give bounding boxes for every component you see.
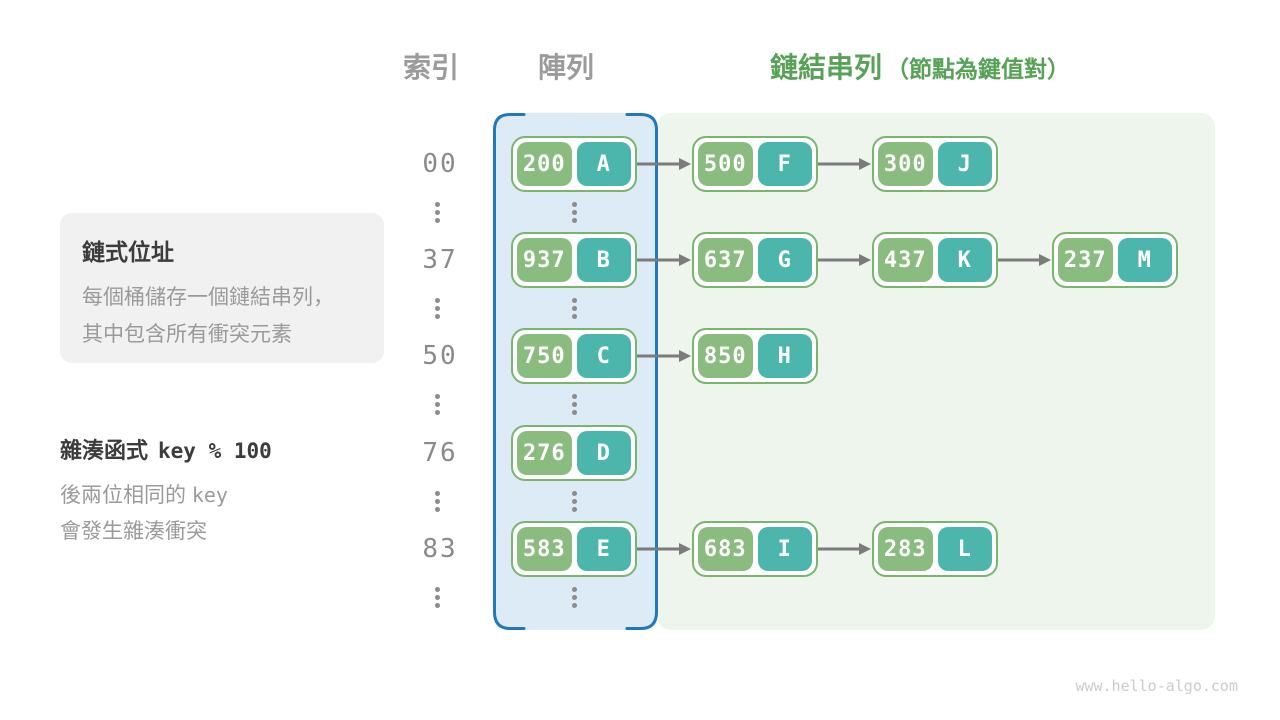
hash-function-label: 雜湊函式 bbox=[60, 438, 149, 463]
ellipsis bbox=[434, 202, 440, 223]
column-header-index: 索引 bbox=[403, 52, 460, 83]
hash-function-formula: key % 100 bbox=[158, 439, 272, 463]
ellipsis bbox=[571, 298, 577, 319]
chaining-info-box: 鏈式位址 每個桶儲存一個鏈結串列， 其中包含所有衝突元素 bbox=[60, 213, 384, 363]
node-key: 283 bbox=[878, 527, 933, 571]
ellipsis bbox=[571, 202, 577, 223]
node-key: 237 bbox=[1058, 238, 1113, 282]
node-key: 637 bbox=[698, 238, 753, 282]
node-value: H bbox=[757, 334, 812, 378]
hash-function-note: 雜湊函式 key % 100 後兩位相同的 key 會發生雜湊衝突 bbox=[60, 433, 390, 550]
chaining-line-2: 其中包含所有衝突元素 bbox=[82, 323, 292, 346]
hash-note-line-2: 會發生雜湊衝突 bbox=[60, 520, 207, 543]
node-value: C bbox=[576, 334, 631, 378]
watermark: www.hello-algo.com bbox=[1075, 677, 1238, 695]
hash-function-title: 雜湊函式 key % 100 bbox=[60, 433, 390, 465]
node-key: 300 bbox=[878, 142, 933, 186]
ellipsis bbox=[571, 491, 577, 512]
node-key: 200 bbox=[517, 142, 572, 186]
index-label: 37 bbox=[422, 245, 458, 275]
node-value: L bbox=[937, 527, 992, 571]
ellipsis bbox=[434, 394, 440, 415]
index-label: 00 bbox=[422, 149, 458, 179]
chaining-title: 鏈式位址 bbox=[82, 239, 174, 265]
node-key: 937 bbox=[517, 238, 572, 282]
node-key: 500 bbox=[698, 142, 753, 186]
node-key: 750 bbox=[517, 334, 572, 378]
node-key: 850 bbox=[698, 334, 753, 378]
column-header-linked-list: 鏈結串列（節點為鍵值對） bbox=[770, 52, 1070, 85]
node-value: M bbox=[1117, 238, 1172, 282]
index-label: 50 bbox=[422, 341, 458, 371]
ellipsis bbox=[571, 587, 577, 608]
node-value: E bbox=[576, 527, 631, 571]
node-key: 437 bbox=[878, 238, 933, 282]
node-value: A bbox=[576, 142, 631, 186]
column-header-array: 陣列 bbox=[538, 52, 595, 83]
node-value: D bbox=[576, 431, 631, 475]
node-value: F bbox=[757, 142, 812, 186]
linked-list-header-label: 鏈結串列 bbox=[770, 52, 883, 83]
node-value: G bbox=[757, 238, 812, 282]
node-value: J bbox=[937, 142, 992, 186]
ellipsis bbox=[571, 394, 577, 415]
ellipsis bbox=[434, 587, 440, 608]
node-key: 583 bbox=[517, 527, 572, 571]
chaining-line-1: 每個桶儲存一個鏈結串列， bbox=[82, 286, 334, 309]
ellipsis bbox=[434, 491, 440, 512]
ellipsis bbox=[434, 298, 440, 319]
node-key: 683 bbox=[698, 527, 753, 571]
node-key: 276 bbox=[517, 431, 572, 475]
index-label: 83 bbox=[422, 534, 458, 564]
hash-note-line-1: 後兩位相同的 key bbox=[60, 483, 228, 507]
node-value: B bbox=[576, 238, 631, 282]
node-value: K bbox=[937, 238, 992, 282]
node-value: I bbox=[757, 527, 812, 571]
linked-list-header-note: （節點為鍵值對） bbox=[886, 56, 1071, 82]
index-label: 76 bbox=[422, 438, 458, 468]
key-code-text: key bbox=[191, 483, 228, 507]
